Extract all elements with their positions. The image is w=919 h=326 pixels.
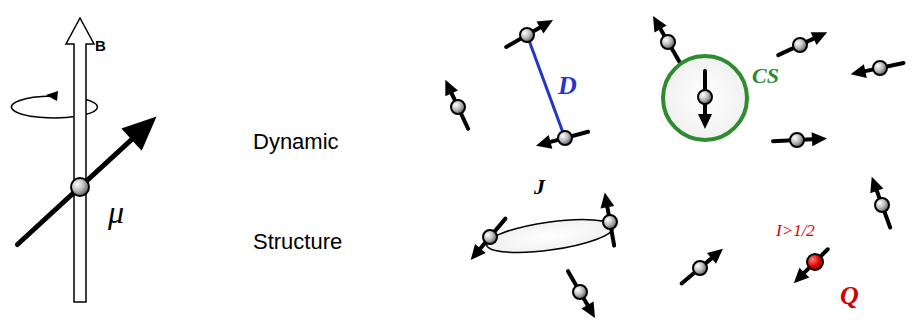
spin-arrow (778, 32, 827, 55)
spin-arrowhead (870, 177, 883, 193)
spin-arrowhead (471, 244, 486, 260)
field-arrow (66, 18, 94, 302)
spin-ball (520, 28, 534, 42)
spin-arrowhead (851, 64, 867, 78)
spin-shaft (804, 249, 827, 272)
node-label: J (534, 175, 545, 199)
shift-circle-outline (663, 56, 747, 140)
spin-arrowhead (698, 114, 712, 129)
spin-shaft (661, 29, 681, 63)
coupling-ellipse: J (450, 175, 635, 275)
spin-arrow (445, 80, 468, 129)
moment-label: μ (108, 195, 124, 230)
spin-ball (793, 38, 807, 52)
spin-arrow (682, 249, 723, 284)
precession-arrowhead (46, 91, 58, 101)
spin-arrowhead (653, 16, 667, 32)
spin-arrow (471, 219, 506, 260)
spin-arrow (568, 271, 595, 318)
dipolar-label: D (558, 72, 577, 101)
spin-ball (483, 230, 497, 244)
spin-arrow (851, 61, 904, 78)
spin-arrow (794, 249, 828, 283)
spin-arrow (698, 71, 712, 129)
spin-arrow (506, 20, 553, 47)
spin-shaft (506, 28, 540, 48)
spin-ball (603, 215, 617, 229)
spin-arrowhead (812, 132, 827, 146)
spin-shaft (452, 93, 468, 128)
spin-arrow (601, 192, 617, 245)
spin-ball (693, 261, 707, 275)
spin-arrow (653, 16, 680, 63)
spin-ball (875, 198, 889, 212)
spin-shaft (568, 271, 588, 305)
spin-arrowhead (794, 268, 810, 284)
spin-arrowhead (601, 192, 615, 208)
spin-arrowhead (811, 32, 828, 45)
spin-arrow (870, 177, 890, 228)
spin-ball (558, 131, 572, 145)
spin-number-label: I>1/2 (776, 222, 815, 241)
spin-arrowhead (121, 117, 156, 151)
spin-ball (71, 178, 89, 196)
spin-ball (790, 133, 804, 147)
spin-shaft (17, 140, 131, 245)
spin-ball (661, 35, 675, 49)
row-heading: Structure (253, 230, 342, 254)
spin-arrow (773, 132, 827, 147)
field-label: B (95, 38, 106, 55)
row-heading: Dynamic (253, 130, 339, 154)
spin-ball (573, 285, 587, 299)
spin-arrowhead (707, 249, 723, 264)
spin-arrowhead (581, 301, 595, 317)
spin-arrowhead (536, 20, 552, 34)
spin-shaft (778, 39, 813, 55)
spin-ball (451, 100, 465, 114)
spin-ball (873, 61, 887, 75)
node-label: CS (752, 64, 779, 88)
spin-arrow (536, 131, 588, 149)
spin-ball (698, 90, 712, 104)
spin-arrowhead (445, 80, 458, 97)
shift-circle: CS (660, 52, 790, 150)
spin-shaft (682, 258, 712, 283)
moment-arrow (17, 117, 156, 245)
spin-ball (807, 254, 823, 270)
spin-shaft (480, 219, 505, 249)
quadrupolar-label: Q (840, 282, 859, 311)
spin-arrowhead (536, 135, 552, 149)
